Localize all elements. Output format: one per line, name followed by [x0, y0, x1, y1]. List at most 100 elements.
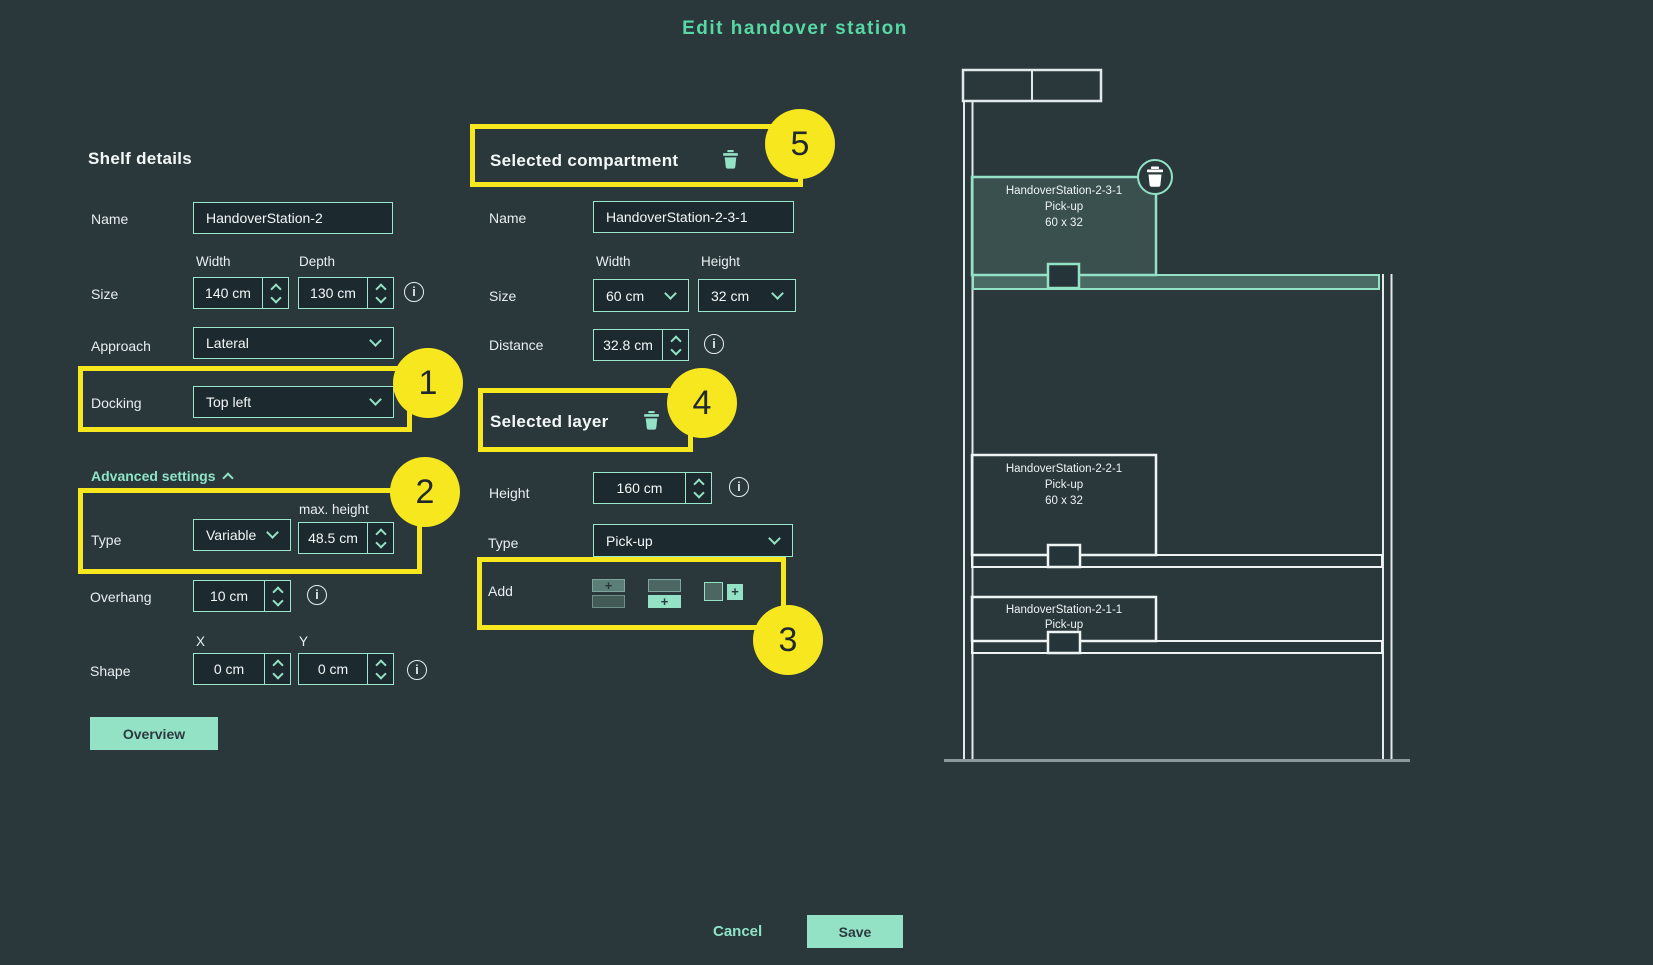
layer-height-label: Height — [489, 485, 530, 501]
layer-notch-1 — [1046, 630, 1082, 655]
shelf-width-input[interactable]: 140 cm — [193, 277, 289, 309]
svg-text:HandoverStation-2-2-1: HandoverStation-2-2-1 — [1006, 463, 1122, 475]
shelf-depth-label: Depth — [299, 254, 336, 269]
overhang-label: Overhang — [90, 589, 152, 605]
compartment-height-dropdown[interactable]: 32 cm — [698, 279, 796, 312]
shelf-name-input[interactable]: HandoverStation-2 — [193, 202, 393, 234]
delete-layer-trash-icon[interactable] — [643, 411, 660, 430]
shelf-width-stepper[interactable] — [262, 278, 288, 308]
max-height-label: max. height — [299, 502, 369, 517]
plus-icon: + — [648, 595, 681, 608]
chevron-down-icon — [271, 668, 284, 680]
delete-compartment-trash-icon[interactable] — [722, 150, 739, 169]
shelf-frame — [961, 68, 1393, 760]
compartment-name-label: Name — [489, 210, 527, 226]
chevron-down-icon — [374, 537, 387, 549]
svg-text:60 x 32: 60 x 32 — [1045, 217, 1083, 229]
annotation-circle-5: 5 — [765, 109, 835, 179]
shape-y-stepper[interactable] — [367, 654, 393, 684]
cancel-button[interactable]: Cancel — [713, 923, 763, 940]
shelf-size-label: Size — [91, 286, 119, 302]
diagram-compartment-2-2-1[interactable]: HandoverStation-2-2-1 Pick-up 60 x 32 — [970, 453, 1158, 557]
svg-text:60 x 32: 60 x 32 — [1045, 495, 1083, 507]
distance-input[interactable]: 32.8 cm — [593, 329, 689, 361]
annotation-circle-2: 2 — [390, 457, 460, 527]
chevron-down-icon — [771, 286, 784, 300]
chevron-down-icon — [269, 292, 282, 304]
chevron-down-icon — [369, 334, 382, 347]
distance-stepper[interactable] — [662, 330, 688, 360]
plus-icon: + — [592, 579, 625, 592]
layer-height-info-icon[interactable]: i — [729, 477, 749, 497]
chevron-down-icon — [369, 393, 382, 406]
svg-text:Pick-up: Pick-up — [1045, 201, 1083, 213]
page-title: Edit handover station — [682, 18, 908, 39]
chevron-down-icon — [374, 292, 387, 304]
distance-label: Distance — [489, 337, 544, 353]
shelf-diagram: HandoverStation-2-2-1 Pick-up 60 x 32 Ha… — [944, 68, 1410, 762]
shelf-type-dropdown[interactable]: Variable — [193, 519, 291, 551]
annotation-circle-4: 4 — [667, 368, 737, 438]
overhang-stepper[interactable] — [264, 581, 290, 611]
shape-x-label: X — [196, 634, 206, 649]
advanced-settings-toggle[interactable]: Advanced settings — [91, 468, 235, 484]
shelf-type-label: Type — [91, 532, 122, 548]
shelf-details-heading: Shelf details — [88, 149, 193, 168]
shelf-name-value: HandoverStation-2 — [206, 210, 323, 226]
distance-info-icon[interactable]: i — [704, 334, 724, 354]
shape-x-stepper[interactable] — [264, 654, 290, 684]
chevron-up-icon — [222, 471, 235, 484]
overhang-input[interactable]: 10 cm — [193, 580, 291, 612]
diagram-compartment-2-3-1-selected[interactable]: HandoverStation-2-3-1 Pick-up 60 x 32 — [970, 175, 1158, 277]
selected-layer-notch — [1046, 262, 1081, 290]
docking-label: Docking — [91, 395, 142, 411]
max-height-stepper[interactable] — [367, 523, 393, 553]
shelf-width-label: Width — [196, 254, 231, 269]
selected-compartment-heading: Selected compartment — [490, 151, 679, 170]
layer-type-label: Type — [488, 535, 519, 551]
selected-layer-bar[interactable] — [972, 274, 1380, 290]
svg-text:HandoverStation-2-3-1: HandoverStation-2-3-1 — [1006, 185, 1122, 197]
add-label: Add — [488, 583, 513, 599]
add-layer-above-button[interactable]: + — [592, 579, 625, 608]
shelf-depth-input[interactable]: 130 cm — [298, 277, 394, 309]
approach-dropdown[interactable]: Lateral — [193, 327, 394, 359]
chevron-down-icon — [664, 286, 677, 300]
shelf-size-info-icon[interactable]: i — [404, 282, 424, 302]
docking-dropdown[interactable]: Top left — [193, 386, 394, 418]
shape-info-icon[interactable]: i — [407, 660, 427, 680]
shape-y-input[interactable]: 0 cm — [298, 653, 394, 685]
compartment-height-label: Height — [701, 254, 741, 269]
approach-label: Approach — [91, 338, 151, 354]
layer-height-input[interactable]: 160 cm — [593, 472, 712, 504]
add-layer-below-button[interactable]: + — [648, 579, 681, 608]
save-button[interactable]: Save — [807, 915, 903, 948]
overhang-info-icon[interactable]: i — [307, 585, 327, 605]
annotation-circle-1: 1 — [393, 348, 463, 418]
shape-x-input[interactable]: 0 cm — [193, 653, 291, 685]
selected-layer-heading: Selected layer — [490, 412, 609, 431]
chevron-down-icon — [374, 668, 387, 680]
layer-height-stepper[interactable] — [685, 473, 711, 503]
chevron-down-icon — [271, 595, 284, 607]
chevron-down-icon — [669, 344, 682, 356]
shelf-depth-stepper[interactable] — [367, 278, 393, 308]
compartment-name-input[interactable]: HandoverStation-2-3-1 — [593, 201, 794, 233]
compartment-width-label: Width — [596, 254, 631, 269]
max-height-input[interactable]: 48.5 cm — [298, 522, 394, 554]
chevron-down-icon — [768, 531, 781, 545]
compartment-width-dropdown[interactable]: 60 cm — [593, 279, 689, 312]
chevron-down-icon — [692, 487, 705, 499]
layer-type-dropdown[interactable]: Pick-up — [593, 524, 793, 557]
layer-bar-1[interactable] — [971, 640, 1383, 654]
shape-y-label: Y — [299, 634, 309, 649]
layer-notch-2 — [1046, 543, 1082, 569]
compartment-size-label: Size — [489, 288, 517, 304]
chevron-down-icon — [266, 526, 279, 539]
layer-bar-2[interactable] — [971, 554, 1383, 568]
shape-label: Shape — [90, 663, 131, 679]
diagram-delete-trash-icon[interactable] — [1137, 159, 1173, 195]
svg-text:HandoverStation-2-1-1: HandoverStation-2-1-1 — [1006, 604, 1122, 616]
overview-button[interactable]: Overview — [90, 717, 218, 750]
